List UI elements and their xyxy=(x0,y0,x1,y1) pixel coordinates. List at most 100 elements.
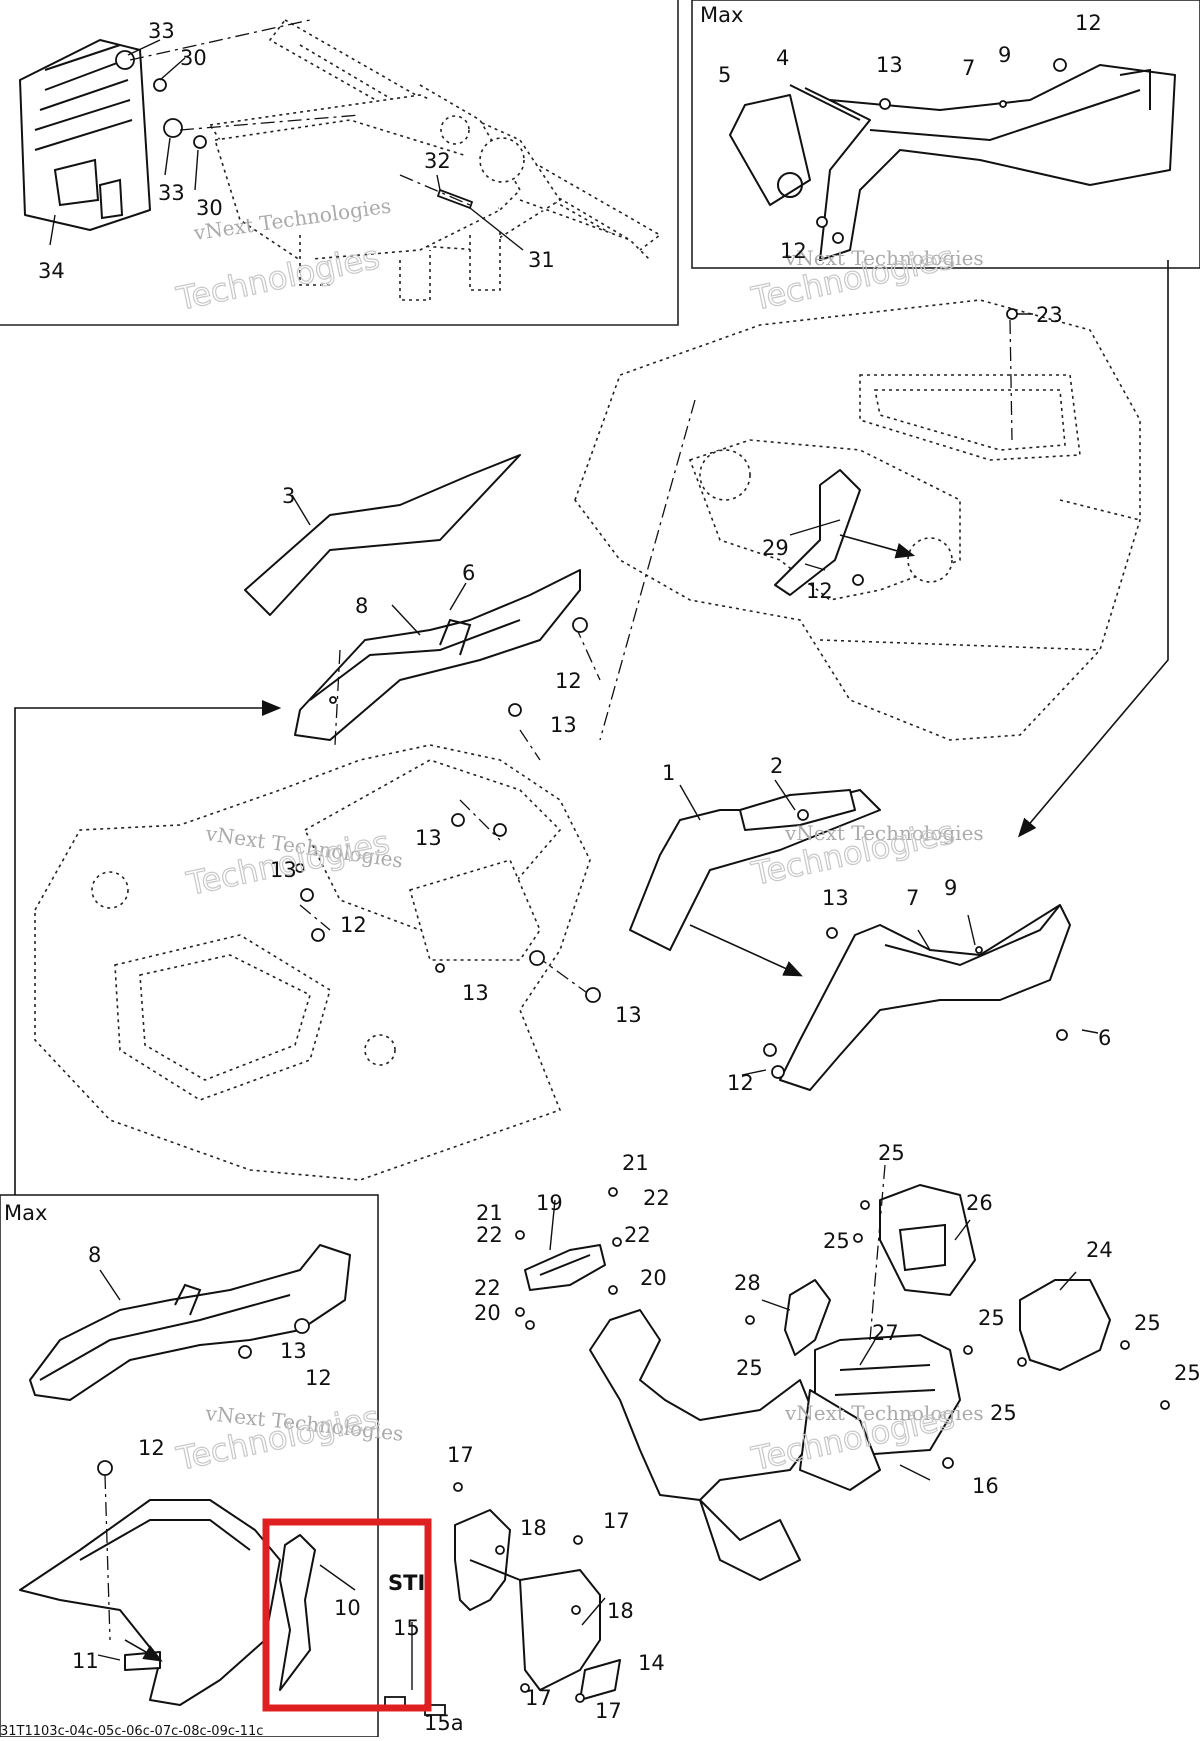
callout-11: 11 xyxy=(72,1649,99,1673)
rear-rack-frame xyxy=(208,18,662,301)
callout-12: 12 xyxy=(780,239,807,263)
callout-33: 33 xyxy=(158,181,185,205)
watermark-text: vNext Technologies xyxy=(784,821,984,845)
inset-frame-max-top xyxy=(691,0,1200,269)
callout-23: 23 xyxy=(1036,303,1063,327)
part-3 xyxy=(244,454,521,616)
callout-25: 25 xyxy=(823,1229,850,1253)
inset-max-top-header: Max xyxy=(700,3,743,27)
callout-22: 22 xyxy=(643,1186,670,1210)
part-10-highlighted xyxy=(279,1534,316,1691)
callout-18: 18 xyxy=(607,1599,634,1623)
highlight-box-part-10 xyxy=(262,1518,432,1712)
callout-25: 25 xyxy=(878,1141,905,1165)
callout-2: 2 xyxy=(770,754,783,778)
callout-20: 20 xyxy=(474,1301,501,1325)
callout-5: 5 xyxy=(718,63,731,87)
dashed-centerlines xyxy=(104,319,1013,1641)
callout-13: 13 xyxy=(876,53,903,77)
part-19 xyxy=(524,1244,606,1291)
callout-8: 8 xyxy=(355,594,368,618)
callout-21: 21 xyxy=(622,1151,649,1175)
leader-lines xyxy=(49,39,1099,1690)
front-fender xyxy=(34,744,591,1181)
assembly-arrows xyxy=(14,260,1169,1662)
callout-6: 6 xyxy=(1098,1026,1111,1050)
callout-12: 12 xyxy=(806,579,833,603)
part-28 xyxy=(784,1279,831,1356)
callout-13: 13 xyxy=(462,981,489,1005)
callout-32: 32 xyxy=(424,149,451,173)
callout-12: 12 xyxy=(340,913,367,937)
callout-25: 25 xyxy=(1174,1361,1200,1385)
callout-13: 13 xyxy=(615,1003,642,1027)
callout-17: 17 xyxy=(603,1509,630,1533)
callout-26: 26 xyxy=(966,1191,993,1215)
callout-25: 25 xyxy=(978,1306,1005,1330)
callout-31: 31 xyxy=(528,248,555,272)
callout-33: 33 xyxy=(148,19,175,43)
hardware-washers xyxy=(97,308,1170,1703)
callout-22: 22 xyxy=(474,1276,501,1300)
callout-9: 9 xyxy=(998,43,1011,67)
callout-34: 34 xyxy=(38,259,65,283)
callout-22: 22 xyxy=(476,1223,503,1247)
watermark-text-big: Technologies xyxy=(173,238,383,318)
watermark-text: vNext Technologies xyxy=(784,246,984,270)
callout-12: 12 xyxy=(727,1071,754,1095)
callout-13: 13 xyxy=(822,886,849,910)
part-10-max xyxy=(19,1499,281,1706)
callout-20: 20 xyxy=(640,1266,667,1290)
rear-fender-upper xyxy=(574,299,1141,741)
callout-17: 17 xyxy=(525,1686,552,1710)
part-11-max xyxy=(124,1651,161,1671)
callout-8: 8 xyxy=(88,1243,101,1267)
callout-21: 21 xyxy=(476,1201,503,1225)
callout-9: 9 xyxy=(944,876,957,900)
callout-17: 17 xyxy=(447,1443,474,1467)
callout-19: 19 xyxy=(536,1191,563,1215)
part-26 xyxy=(879,1184,976,1296)
callout-4: 4 xyxy=(776,46,789,70)
callout-15a: 15a xyxy=(424,1711,464,1735)
part-2 xyxy=(739,789,856,831)
callout-30: 30 xyxy=(196,196,223,220)
callout-7: 7 xyxy=(962,56,975,80)
callout-25: 25 xyxy=(736,1356,763,1380)
part-8-upper xyxy=(294,569,581,741)
callout-14: 14 xyxy=(638,1651,665,1675)
callout-1: 1 xyxy=(662,761,675,785)
callout-22: 22 xyxy=(624,1223,651,1247)
part-8-max xyxy=(29,1244,351,1401)
callout-25: 25 xyxy=(1134,1311,1161,1335)
callout-17: 17 xyxy=(595,1699,622,1723)
callout-27: 27 xyxy=(872,1321,899,1345)
callout-13: 13 xyxy=(415,826,442,850)
max-top-parts xyxy=(729,58,1176,261)
callout-29: 29 xyxy=(762,536,789,560)
inset-max-bottom-header: Max xyxy=(4,1201,47,1225)
bumper-frame xyxy=(589,1309,881,1581)
figure-code: 31T1103c-04c-05c-06c-07c-08c-09c-11c xyxy=(0,1724,263,1737)
watermark-text: vNext Technologies xyxy=(784,1401,984,1425)
callout-13: 13 xyxy=(550,713,577,737)
hardware-top-left xyxy=(115,19,474,210)
callout-3: 3 xyxy=(282,484,295,508)
callout-18: 18 xyxy=(520,1516,547,1540)
callout-12: 12 xyxy=(1075,11,1102,35)
part-14-15-brackets xyxy=(384,1509,621,1716)
part-24 xyxy=(1019,1279,1111,1371)
callout-13: 13 xyxy=(270,858,297,882)
side-panel-34 xyxy=(19,39,151,231)
callout-10: 10 xyxy=(334,1596,361,1620)
callout-12: 12 xyxy=(305,1366,332,1390)
callout-labels: 33 30 33 30 34 32 31 5 4 13 7 9 12 12 23… xyxy=(38,11,1200,1735)
callout-15: 15 xyxy=(393,1616,420,1640)
callout-16: 16 xyxy=(972,1474,999,1498)
callout-13: 13 xyxy=(280,1339,307,1363)
callout-6: 6 xyxy=(462,561,475,585)
callout-7: 7 xyxy=(906,886,919,910)
callout-25: 25 xyxy=(990,1401,1017,1425)
